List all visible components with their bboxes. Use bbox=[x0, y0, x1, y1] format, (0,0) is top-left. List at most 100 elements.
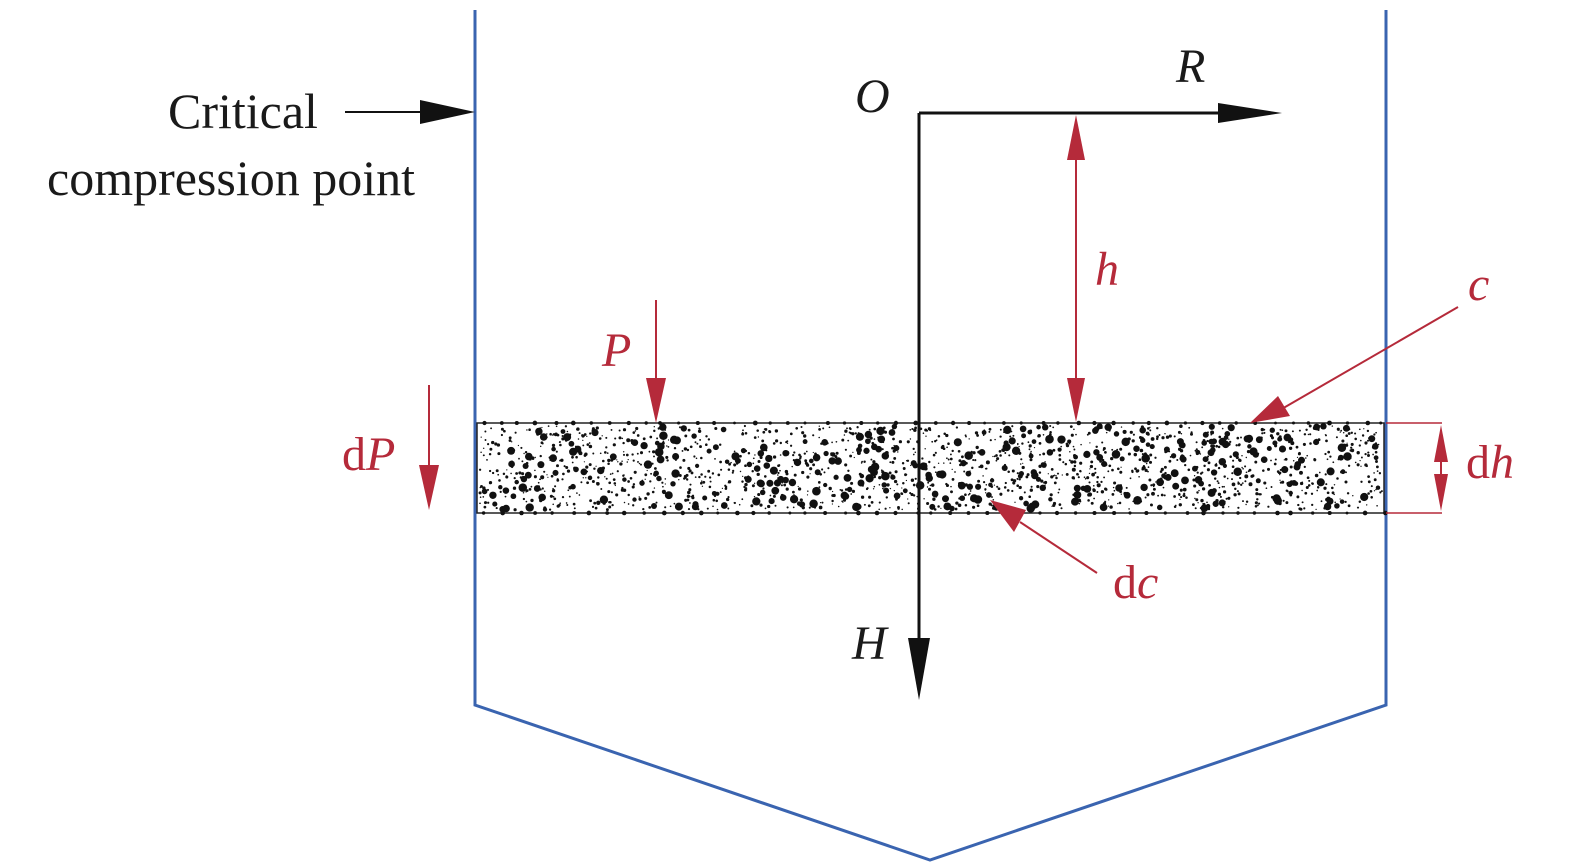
particle bbox=[1202, 431, 1209, 438]
particle bbox=[802, 504, 805, 507]
particle bbox=[991, 496, 993, 498]
particle bbox=[539, 433, 548, 441]
particle bbox=[1030, 455, 1032, 458]
particle bbox=[1192, 478, 1196, 482]
particle bbox=[1150, 503, 1153, 507]
particle bbox=[750, 504, 754, 508]
particle bbox=[1260, 427, 1264, 432]
particle bbox=[851, 489, 856, 494]
particle bbox=[868, 428, 871, 431]
particle bbox=[1367, 454, 1370, 457]
particle bbox=[1036, 424, 1041, 430]
particle bbox=[1094, 471, 1097, 474]
particle bbox=[1331, 425, 1334, 427]
particle bbox=[929, 503, 936, 510]
particle bbox=[818, 486, 821, 488]
particle bbox=[772, 442, 776, 445]
particle bbox=[605, 436, 608, 439]
particle bbox=[1345, 434, 1349, 438]
particle bbox=[546, 474, 548, 476]
particle bbox=[1244, 474, 1249, 479]
particle bbox=[573, 466, 579, 473]
particle bbox=[943, 432, 946, 435]
particle bbox=[593, 467, 596, 470]
particle bbox=[1011, 469, 1015, 473]
particle bbox=[933, 508, 937, 511]
particle bbox=[664, 506, 667, 509]
particle bbox=[841, 500, 844, 503]
particle bbox=[1084, 478, 1087, 480]
particle bbox=[1336, 477, 1339, 480]
particle bbox=[831, 490, 834, 493]
particle bbox=[995, 459, 998, 462]
particle bbox=[629, 476, 633, 480]
particle bbox=[951, 468, 953, 471]
particle bbox=[488, 452, 492, 456]
particle bbox=[990, 504, 993, 507]
particle bbox=[1007, 470, 1010, 474]
particle bbox=[1350, 431, 1353, 434]
particle bbox=[1113, 489, 1116, 492]
particle bbox=[868, 495, 872, 499]
particle bbox=[892, 437, 895, 441]
particle bbox=[495, 469, 499, 473]
particle bbox=[855, 503, 862, 510]
particle bbox=[1289, 465, 1293, 469]
particle bbox=[843, 474, 852, 482]
particle bbox=[1364, 463, 1368, 467]
particle bbox=[823, 450, 829, 457]
particle bbox=[720, 468, 723, 471]
particle bbox=[662, 440, 665, 443]
particle bbox=[1101, 441, 1104, 444]
particle bbox=[796, 501, 802, 506]
particle bbox=[1282, 499, 1285, 502]
particle bbox=[653, 429, 656, 433]
particle bbox=[1367, 480, 1371, 484]
edge-particle bbox=[1365, 420, 1371, 426]
particle bbox=[1116, 448, 1119, 451]
particle bbox=[1144, 468, 1148, 473]
particle bbox=[608, 481, 612, 485]
particle bbox=[878, 476, 881, 479]
edge-particle bbox=[499, 421, 504, 425]
particle bbox=[785, 487, 789, 491]
particle bbox=[973, 495, 983, 504]
particle bbox=[659, 431, 668, 440]
particle bbox=[591, 505, 595, 508]
particle bbox=[512, 486, 517, 490]
particle bbox=[782, 476, 789, 484]
particle bbox=[882, 441, 885, 444]
particle bbox=[884, 507, 887, 510]
particle bbox=[888, 471, 892, 475]
edge-particle bbox=[751, 510, 756, 516]
particle bbox=[1358, 428, 1361, 431]
particle bbox=[853, 456, 855, 459]
particle bbox=[1029, 458, 1033, 462]
particle bbox=[500, 427, 504, 431]
particle bbox=[578, 451, 583, 456]
particle bbox=[1073, 464, 1077, 468]
particle bbox=[1195, 448, 1198, 451]
particle bbox=[942, 495, 949, 503]
particle bbox=[1254, 505, 1258, 508]
particle bbox=[1181, 476, 1189, 485]
particle bbox=[564, 425, 568, 428]
particle bbox=[1210, 430, 1215, 435]
particle bbox=[502, 487, 510, 494]
particle bbox=[1358, 500, 1362, 504]
particle bbox=[1273, 462, 1277, 466]
particle bbox=[923, 498, 925, 500]
particle bbox=[1023, 491, 1026, 494]
particle bbox=[1360, 456, 1363, 459]
edge-particle bbox=[785, 421, 790, 425]
particle bbox=[1347, 504, 1351, 508]
particle bbox=[684, 498, 688, 502]
particle bbox=[583, 433, 587, 436]
particle bbox=[591, 429, 599, 437]
particle bbox=[961, 455, 964, 459]
particle bbox=[964, 503, 968, 507]
particle bbox=[926, 501, 930, 506]
particle bbox=[906, 440, 910, 444]
edge-particle bbox=[1291, 421, 1296, 425]
particle bbox=[757, 460, 761, 463]
